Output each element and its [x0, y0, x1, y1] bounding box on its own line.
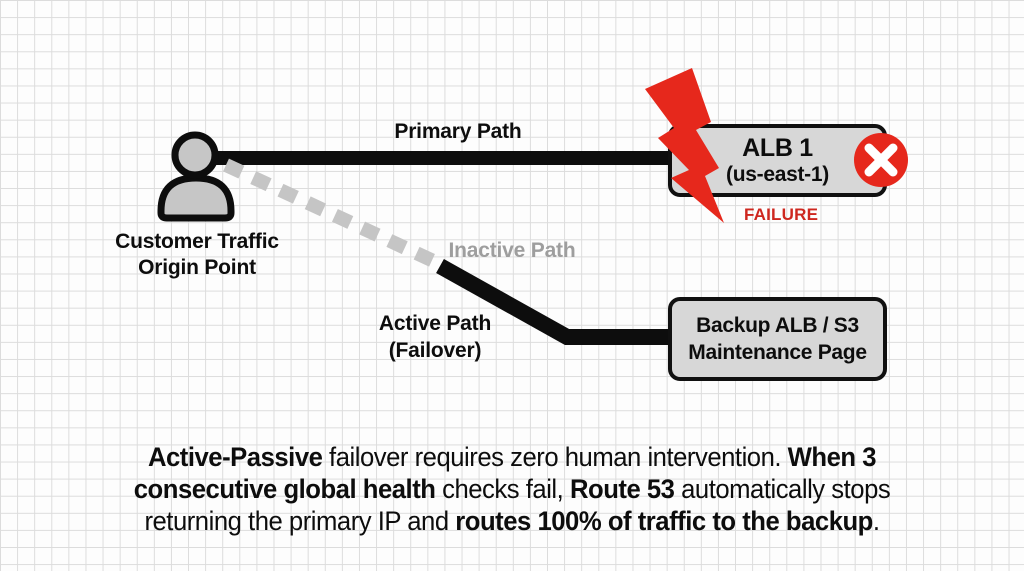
active-path-line [436, 259, 670, 345]
failure-status-label: FAILURE [744, 205, 819, 224]
backup-title-line2: Maintenance Page [688, 341, 867, 364]
alb1-node: ALB 1 (us-east-1) [668, 124, 887, 197]
inactive-path-line [223, 158, 443, 271]
caption-line: Active-Passive failover requires zero hu… [147, 442, 877, 472]
origin-label-line1: Customer Traffic [115, 230, 279, 253]
caption-line: returning the primary IP and routes 100%… [144, 506, 880, 536]
active-path-label-line1: Active Path [378, 312, 492, 335]
origin-label: Customer Traffic Origin Point [97, 229, 297, 281]
caption-line: consecutive global health checks fail, R… [133, 474, 891, 504]
caption-text: Active-Passive failover requires zero hu… [26, 441, 999, 537]
origin-label-line2: Origin Point [138, 256, 256, 279]
active-path-label: Active Path (Failover) [335, 310, 535, 364]
alb1-region: (us-east-1) [726, 163, 829, 186]
user-icon [157, 131, 235, 222]
inactive-path-label: Inactive Path [448, 239, 576, 262]
primary-path-label: Primary Path [394, 120, 522, 143]
active-path-label-line2: (Failover) [388, 339, 482, 362]
backup-node: Backup ALB / S3 Maintenance Page [668, 297, 887, 381]
backup-title-line1: Backup ALB / S3 [696, 314, 859, 337]
alb1-title: ALB 1 [742, 134, 813, 162]
